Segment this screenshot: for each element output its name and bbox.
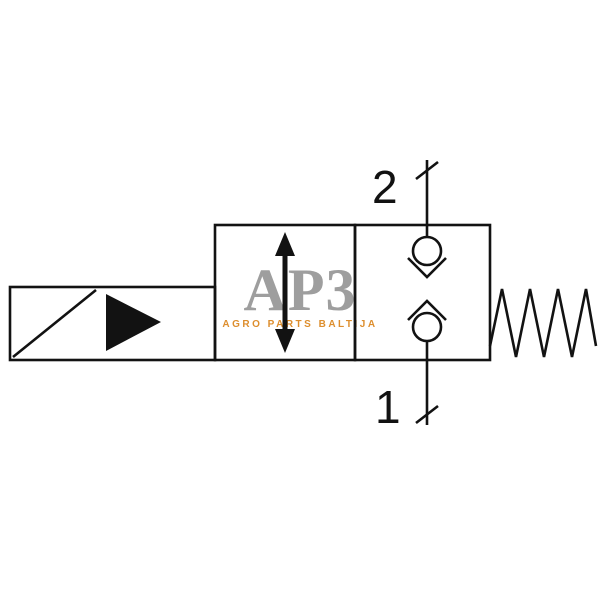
check-valve-top-seat [407, 257, 447, 279]
check-valve-bottom-ball [411, 311, 443, 343]
check-valve-box [353, 223, 492, 362]
port-2-tick [415, 160, 439, 181]
watermark-logo: AP3 [243, 257, 357, 323]
return-spring [488, 288, 598, 358]
check-valve-bottom [407, 299, 447, 343]
flow-arrow-head-up [275, 232, 295, 256]
solenoid-diagonal-line [12, 288, 97, 359]
valve-flow-chamber [213, 223, 357, 362]
check-valve-bottom-seat [407, 299, 447, 321]
port-1-tick [415, 404, 439, 425]
bidirectional-flow-arrow [275, 232, 295, 353]
check-valve-top [407, 235, 447, 279]
watermark-subtitle: AGRO PARTS BALTIJA [222, 319, 378, 330]
flow-arrow-head-down [275, 329, 295, 353]
solenoid-symbol [8, 285, 217, 362]
check-valve-chamber [353, 223, 492, 362]
check-valve-top-ball [411, 235, 443, 267]
port-2-label: 2 [372, 161, 398, 213]
port-1-label: 1 [375, 381, 401, 433]
solenoid-actuation-triangle [106, 294, 161, 351]
port-2: 2 [372, 160, 439, 225]
port-1: 1 [375, 360, 439, 433]
